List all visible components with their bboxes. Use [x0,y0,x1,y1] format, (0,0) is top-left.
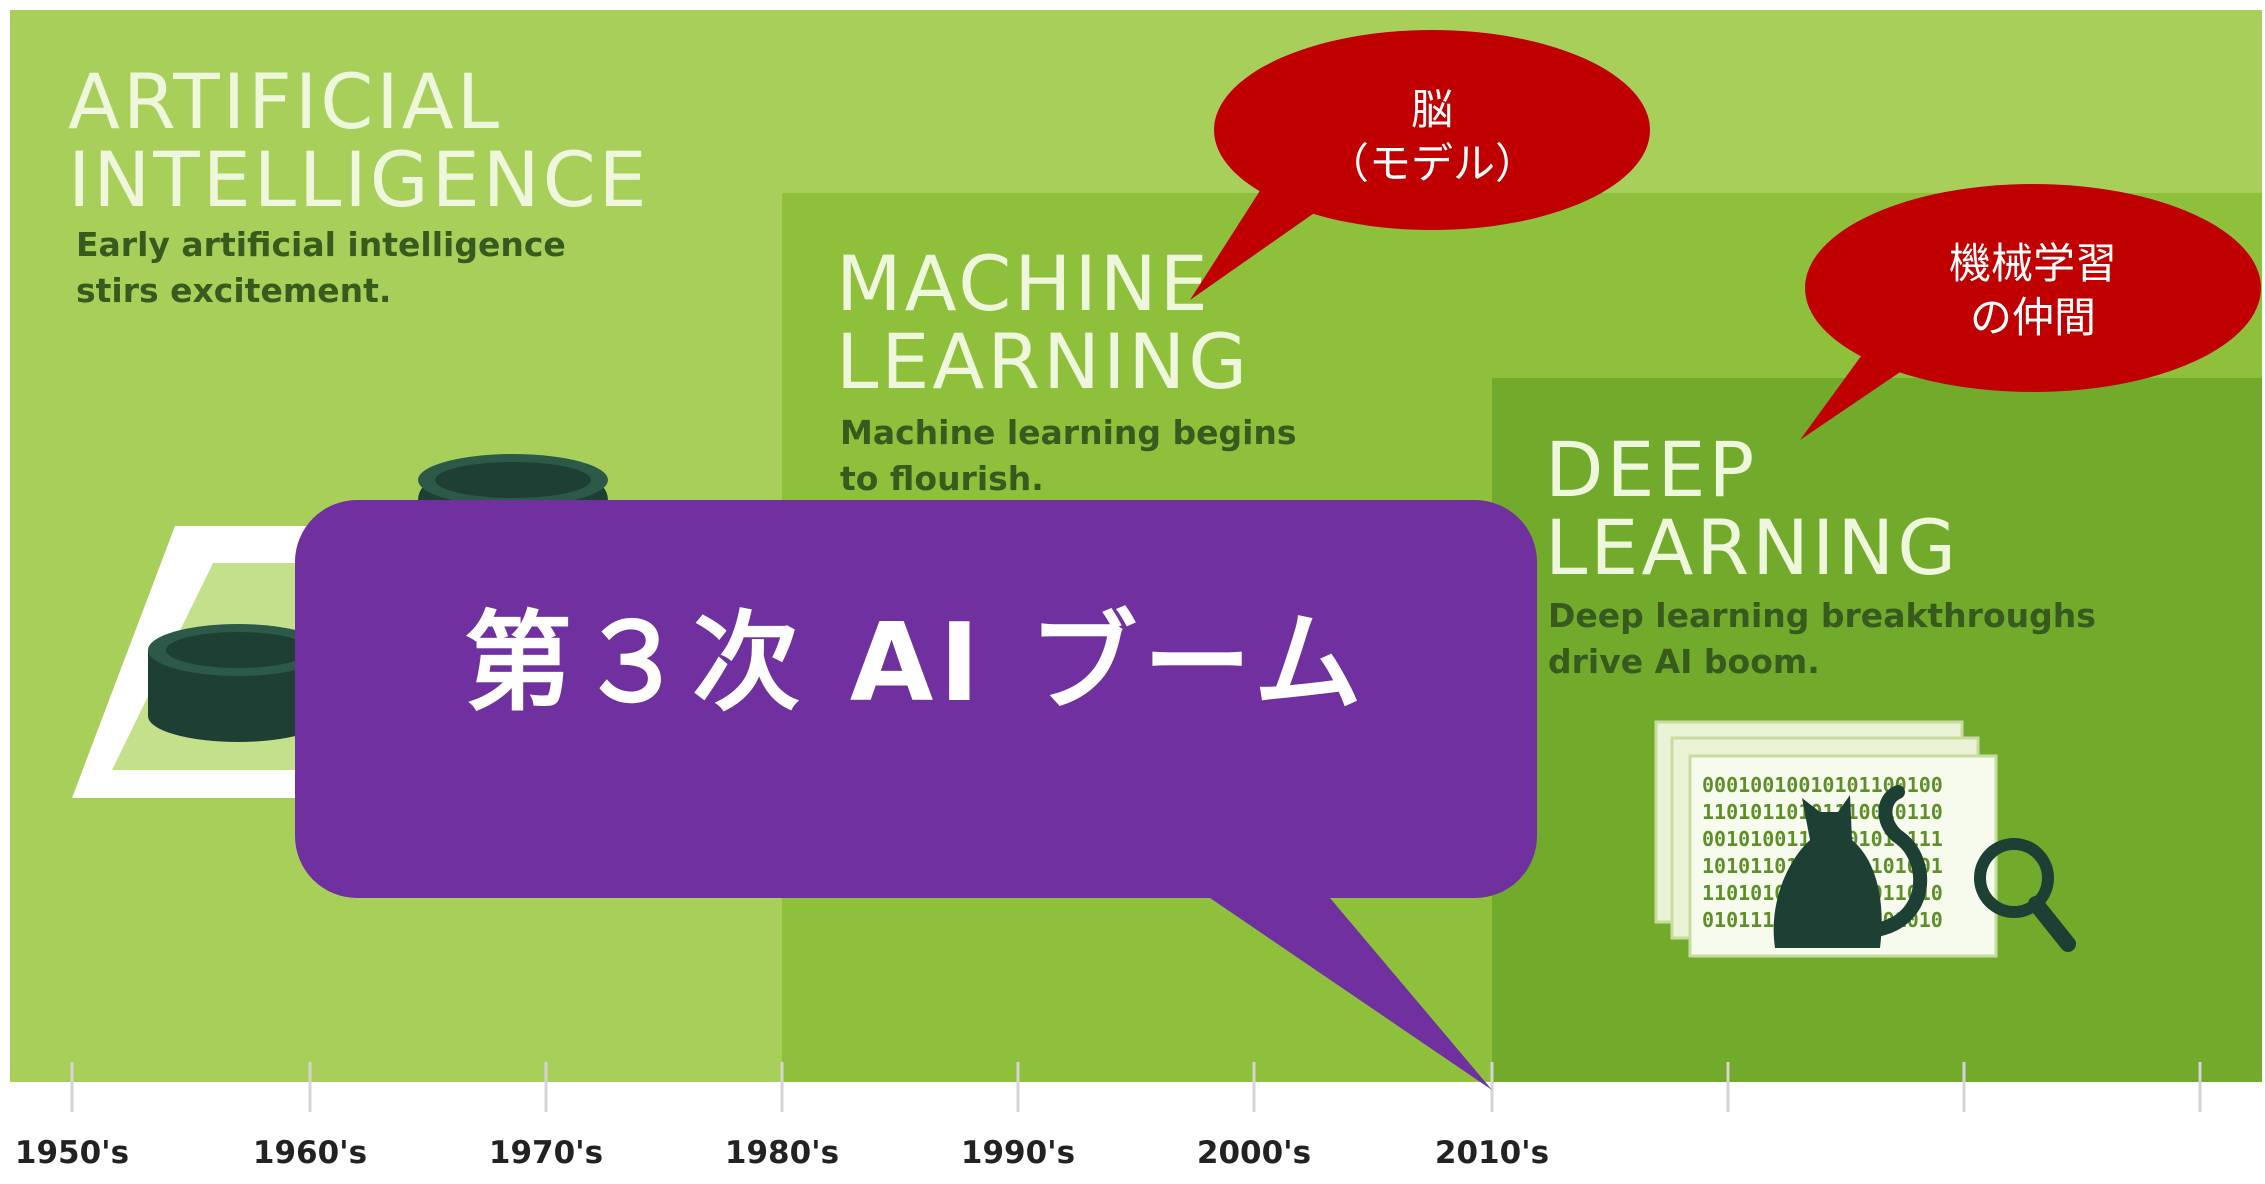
year-label-1990s: 1990's [960,1135,1076,1171]
year-label-1980s: 1980's [724,1135,840,1171]
ml-heading: MACHINE LEARNING [836,239,1251,406]
binary-line: 00010010010101100100 [1702,773,1943,797]
main-callout-bubble [295,500,1537,1090]
year-label-1970s: 1970's [488,1135,604,1171]
dl-heading: DEEP LEARNING [1545,425,1960,592]
year-label-1960s: 1960's [252,1135,368,1171]
brain-model-label: 脳 （モデル） [1326,85,1538,188]
cat-recognition-icon: 0001001001010110010011010110101110010110… [1654,720,2076,958]
timeline-ticks [70,1062,2202,1112]
ml-subtext: Machine learning begins to flourish. [840,413,1297,498]
ml-friends-callout-bubble [1800,184,2261,440]
timeline-axis: 1950's 1960's 1970's 1980's 1990's 2000'… [0,1135,2265,1180]
third-ai-boom-label: 第３次 AI ブーム [464,601,1368,726]
ai-heading: ARTIFICIAL INTELLIGENCE [68,57,650,224]
year-label-2010s: 2010's [1434,1135,1550,1171]
year-label-2000s: 2000's [1196,1135,1312,1171]
brain-callout-bubble [1190,30,1650,300]
year-label-1950s: 1950's [14,1135,130,1171]
dl-subtext: Deep learning breakthroughs drive AI boo… [1548,596,2096,681]
ai-subtext: Early artificial intelligence stirs exci… [76,225,566,310]
ml-friends-label: 機械学習 の仲間 [1948,239,2118,342]
